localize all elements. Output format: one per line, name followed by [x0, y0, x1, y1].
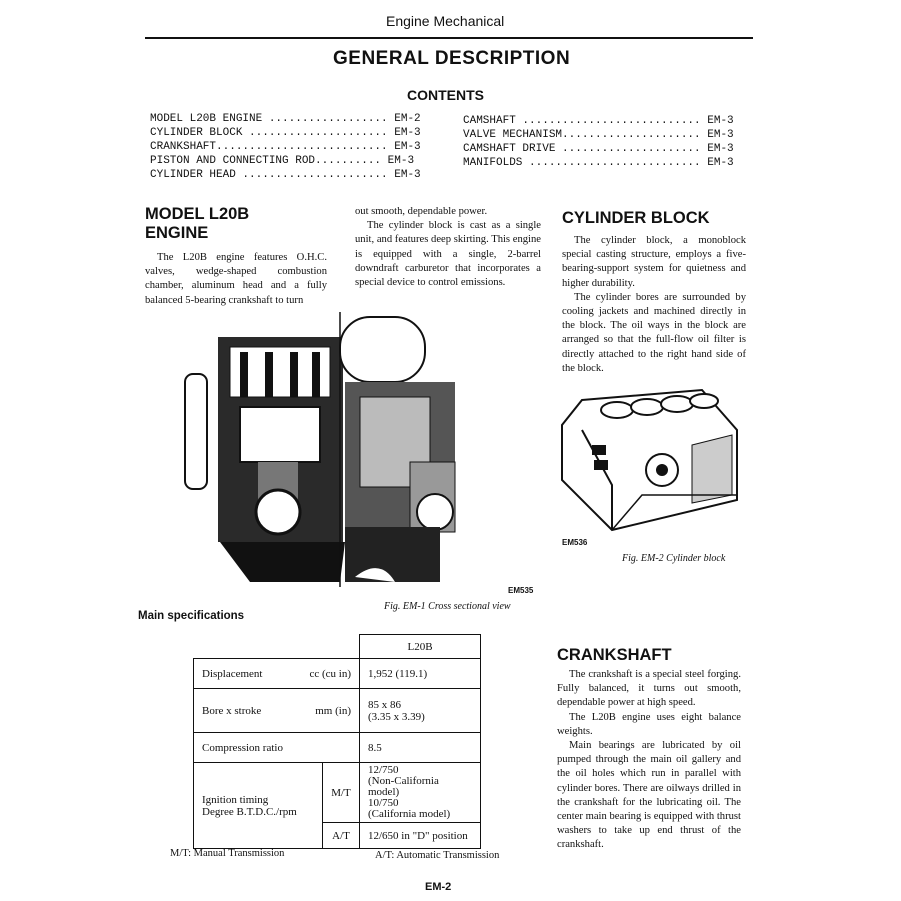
- model-l20b-text-col2: out smooth, dependable power. The cylind…: [355, 206, 541, 289]
- table-row: Ignition timing Degree B.T.D.C./rpm: [193, 762, 323, 849]
- specs-column-header: L20B: [359, 634, 481, 659]
- table-cell: A/T: [322, 822, 360, 849]
- crankshaft-text: The crankshaft is a special steel forgin…: [557, 669, 741, 851]
- toc-entry[interactable]: CYLINDER BLOCK ..................... EM-…: [150, 127, 421, 139]
- contents-heading: CONTENTS: [407, 87, 484, 103]
- toc-entry[interactable]: CRANKSHAFT.......................... EM-…: [150, 141, 421, 153]
- model-l20b-heading: MODEL L20B ENGINE: [145, 205, 250, 242]
- table-cell: 85 x 86 (3.35 x 3.39): [359, 688, 481, 733]
- cylinder-block-heading: CYLINDER BLOCK: [562, 209, 710, 227]
- engine-cross-section-figure: [184, 312, 456, 587]
- toc-right: CAMSHAFT ........................... EM-…: [463, 114, 734, 170]
- toc-left: MODEL L20B ENGINE .................. EM-…: [150, 112, 421, 182]
- toc-entry[interactable]: MANIFOLDS .......................... EM-…: [463, 157, 734, 169]
- table-cell: 1,952 (119.1): [359, 658, 481, 689]
- figure-caption: Fig. EM-1 Cross sectional view: [384, 601, 511, 612]
- toc-entry[interactable]: MODEL L20B ENGINE .................. EM-…: [150, 113, 421, 125]
- specs-table: L20B Displacement cc (cu in) 1,952 (119.…: [193, 634, 481, 849]
- toc-entry[interactable]: CYLINDER HEAD ...................... EM-…: [150, 169, 421, 181]
- table-cell: 12/650 in "D" position: [359, 822, 481, 849]
- cylinder-block-figure: [561, 388, 738, 532]
- toc-entry[interactable]: CAMSHAFT DRIVE ..................... EM-…: [463, 143, 734, 155]
- crankshaft-heading: CRANKSHAFT: [557, 646, 672, 664]
- figure-code: EM536: [562, 538, 588, 547]
- table-cell: M/T: [322, 762, 360, 823]
- header-rule: [145, 37, 753, 39]
- toc-entry[interactable]: CAMSHAFT ........................... EM-…: [463, 115, 734, 127]
- table-cell: 8.5: [359, 732, 481, 763]
- footnote-mt: M/T: Manual Transmission: [170, 848, 285, 859]
- table-cell: 12/750 (Non-California model) 10/750 (Ca…: [359, 762, 481, 823]
- figure-code: EM535: [508, 586, 534, 595]
- table-row: Compression ratio: [193, 732, 360, 763]
- toc-entry[interactable]: VALVE MECHANISM..................... EM-…: [463, 129, 734, 141]
- specs-heading: Main specifications: [138, 610, 245, 622]
- cylinder-block-text: The cylinder block, a monoblock special …: [562, 235, 746, 374]
- footnote-at: A/T: Automatic Transmission: [375, 850, 500, 861]
- model-l20b-text: The L20B engine features O.H.C. valves, …: [145, 252, 327, 306]
- toc-entry[interactable]: PISTON AND CONNECTING ROD.......... EM-3: [150, 155, 415, 167]
- page-number: EM-2: [425, 881, 452, 893]
- page-title: GENERAL DESCRIPTION: [333, 48, 571, 69]
- running-header: Engine Mechanical: [386, 13, 505, 29]
- table-row: Bore x stroke mm (in): [193, 688, 360, 733]
- figure-caption: Fig. EM-2 Cylinder block: [622, 553, 726, 564]
- table-row: Displacement cc (cu in): [193, 658, 360, 689]
